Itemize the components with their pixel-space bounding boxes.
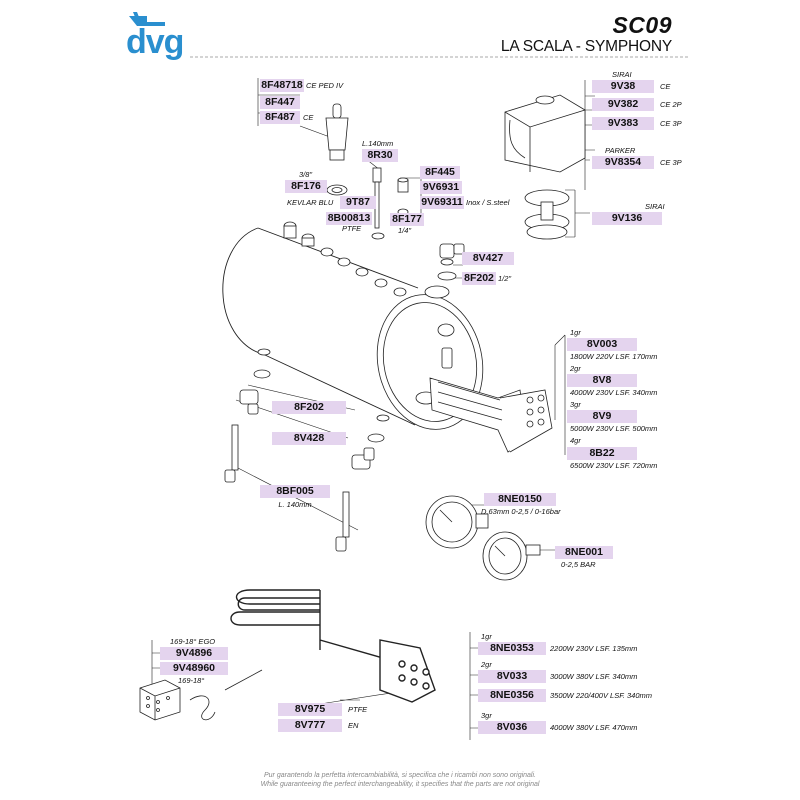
group-8V8: 2gr [570, 364, 581, 373]
part-code-8F202-top[interactable]: 8F202 [462, 272, 496, 285]
part-code-8BF005[interactable]: 8BF005 [260, 485, 330, 498]
safety-valve [325, 103, 349, 196]
part-code-8F202-left[interactable]: 8F202 [272, 401, 346, 414]
part-code-9V38[interactable]: 9V38 [592, 80, 654, 93]
spec-8NE0356: 3500W 220/400V LSF. 340mm [550, 691, 653, 700]
group-8V003: 1gr [570, 328, 581, 337]
part-code-8V8[interactable]: 8V8 [567, 374, 637, 387]
part-code-8F48718[interactable]: 8F48718 [260, 79, 304, 92]
part-note-9V8354: CE 3P [660, 158, 682, 167]
part-note-9V383: CE 3P [660, 119, 682, 128]
part-code-8R30[interactable]: 8R30 [362, 149, 398, 162]
pressure-gauge-8NE001 [482, 531, 541, 581]
spec-8B22: 6500W 230V LSF. 720mm [570, 461, 658, 470]
disclaimer-line-1: Pur garantendo la perfetta intercambiabi… [264, 772, 536, 779]
part-code-9V136[interactable]: 9V136 [592, 212, 662, 225]
group-8NE0353: 1gr [481, 632, 492, 641]
part-code-8NE0150[interactable]: 8NE0150 [484, 493, 556, 506]
boiler-fittings [257, 221, 450, 422]
part-code-8V777[interactable]: 8V777 [278, 719, 342, 732]
boiler-heating-element [429, 377, 553, 453]
part-code-8NE0353[interactable]: 8NE0353 [478, 642, 546, 655]
part-note-8V975: PTFE [348, 705, 368, 714]
part-code-8F445[interactable]: 8F445 [420, 166, 460, 179]
disclaimer: Pur garantendo la perfetta intercambiabi… [0, 771, 800, 789]
group-8V033: 2gr [481, 660, 492, 669]
part-note-9V38: CE [660, 82, 671, 91]
part-note-9V69311: Inox / S.steel [466, 198, 510, 207]
page-code: SC09 [612, 12, 672, 38]
part-note-8F487: CE [303, 113, 314, 122]
part-code-8F447[interactable]: 8F447 [260, 96, 300, 109]
group-8V9: 3gr [570, 400, 581, 409]
part-note-8F177: 1/4" [398, 226, 412, 235]
part-note-9V48960: 169-18° [178, 676, 205, 685]
spec-8V036: 4000W 380V LSF. 470mm [550, 723, 638, 732]
dvg-logo [129, 12, 165, 26]
part-code-8B22[interactable]: 8B22 [567, 447, 637, 460]
probe-8BF005 [224, 424, 350, 552]
part-code-8V033[interactable]: 8V033 [478, 670, 546, 683]
part-code-9T87[interactable]: 9T87 [340, 196, 376, 209]
part-note-8F48718: CE PED IV [306, 81, 344, 90]
part-pre-9T87: KEVLAR BLU [287, 198, 334, 207]
part-code-9V382[interactable]: 9V382 [592, 98, 654, 111]
spec-8V8: 4000W 230V LSF. 340mm [570, 388, 658, 397]
pressure-switch [504, 94, 586, 173]
part-pre-9V38: SIRAI [612, 70, 632, 79]
part-code-8V9[interactable]: 8V9 [567, 410, 637, 423]
logo-text: dvg [126, 23, 184, 61]
page-subtitle: LA SCALA - SYMPHONY [500, 38, 672, 55]
part-note-9V382: CE 2P [660, 100, 682, 109]
part-code-8NE001[interactable]: 8NE001 [555, 546, 613, 559]
spec-8V003: 1800W 220V LSF. 170mm [570, 352, 658, 361]
part-code-9V4896[interactable]: 9V4896 [160, 647, 228, 660]
anti-vacuum-valve [397, 177, 409, 216]
part-code-8V427[interactable]: 8V427 [462, 252, 514, 265]
leader-lines [151, 78, 595, 740]
part-pre-8R30: L.140mm [362, 139, 394, 148]
part-note-8NE001: 0-2,5 BAR [561, 560, 596, 569]
part-note-8F202-top: 1/2" [498, 274, 512, 283]
spec-8V033: 3000W 380V LSF. 340mm [550, 672, 638, 681]
part-note-8NE0150: D.63mm 0-2,5 / 0-16bar [481, 507, 561, 516]
part-code-9V383[interactable]: 9V383 [592, 117, 654, 130]
part-code-8F176[interactable]: 8F176 [285, 180, 327, 193]
pressure-gauge-8NE0150 [425, 495, 489, 549]
level-probe [371, 167, 385, 240]
part-pre-9V136: SIRAI [645, 202, 665, 211]
part-note-8B00813: PTFE [342, 224, 362, 233]
part-code-8V036[interactable]: 8V036 [478, 721, 546, 734]
spec-8NE0353: 2200W 230V LSF. 135mm [550, 644, 638, 653]
part-code-8V975[interactable]: 8V975 [278, 703, 342, 716]
part-note-8V777: EN [348, 721, 359, 730]
part-note-8BF005: L. 140mm [278, 500, 312, 509]
part-code-8V003[interactable]: 8V003 [567, 338, 637, 351]
part-code-8V428[interactable]: 8V428 [272, 432, 346, 445]
header-rule [190, 56, 690, 58]
group-8B22: 4gr [570, 436, 581, 445]
part-code-8NE0356[interactable]: 8NE0356 [478, 689, 546, 702]
part-code-9V8354[interactable]: 9V8354 [592, 156, 654, 169]
fitting-8V428-left [239, 369, 385, 470]
heating-element-large [230, 589, 436, 703]
part-code-8F177[interactable]: 8F177 [390, 213, 424, 226]
fitting-8V427 [437, 243, 465, 281]
part-pre-8F176: 3/8" [299, 170, 313, 179]
part-code-8F487[interactable]: 8F487 [260, 111, 300, 124]
group-8V036: 3gr [481, 711, 492, 720]
part-code-8B00813[interactable]: 8B00813 [326, 212, 372, 225]
disclaimer-line-2: While guaranteeing the perfect interchan… [260, 781, 540, 788]
pressure-switch-membrane [524, 189, 570, 240]
spec-8V9: 5000W 230V LSF. 500mm [570, 424, 658, 433]
part-code-9V48960[interactable]: 9V48960 [160, 662, 228, 675]
part-pre-9V4896: 169-18° EGO [170, 637, 216, 646]
thermostat [139, 669, 263, 721]
part-code-9V69311[interactable]: 9V69311 [420, 196, 464, 209]
part-pre-9V8354: PARKER [605, 146, 636, 155]
part-code-9V6931[interactable]: 9V6931 [420, 181, 462, 194]
